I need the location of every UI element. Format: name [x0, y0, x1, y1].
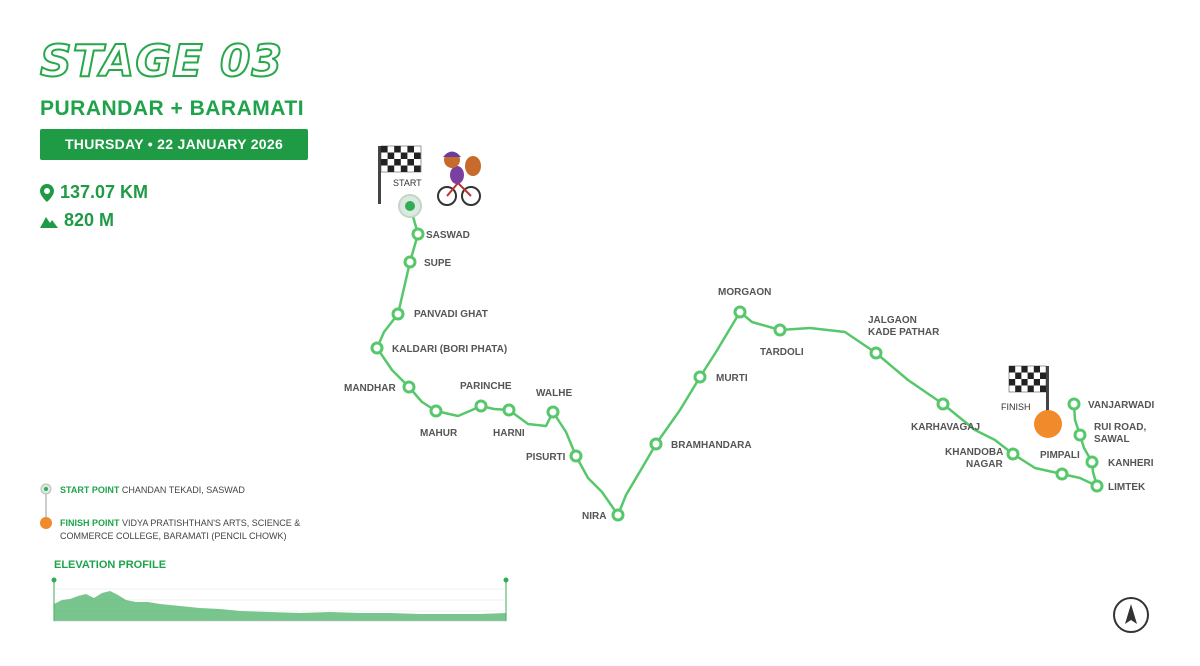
waypoint-murti[interactable]: [693, 370, 707, 384]
waypoint-walhe[interactable]: [546, 405, 560, 419]
start-flag-icon: [378, 145, 422, 204]
place-label-saswad: SASWAD: [426, 230, 470, 241]
waypoint-parinche[interactable]: [474, 399, 488, 413]
waypoint-panvadi-ghat[interactable]: [391, 307, 405, 321]
finish-flag-icon: [1008, 365, 1049, 422]
place-label-limtek: LIMTEK: [1108, 482, 1146, 493]
waypoint-pisurti[interactable]: [569, 449, 583, 463]
waypoint-bramhandara[interactable]: [649, 437, 663, 451]
distance-value: 137.07 KM: [60, 182, 149, 202]
place-label-mandhar: MANDHAR: [344, 383, 396, 394]
legend-finish-text-2: COMMERCE COLLEGE, BARAMATI (PENCIL CHOWK…: [60, 531, 287, 541]
waypoint-pimpali[interactable]: [1055, 467, 1069, 481]
waypoint-limtek[interactable]: [1090, 479, 1104, 493]
waypoint-kaldari[interactable]: [370, 341, 384, 355]
legend-finish: FINISH POINT VIDYA PRATISHTHAN'S ARTS, S…: [60, 517, 300, 543]
waypoint-khandoba-nagar[interactable]: [1006, 447, 1020, 461]
place-label-karhavagaj: KARHAVAGAJ: [911, 422, 980, 433]
cyclist-mascot-icon: [437, 151, 481, 206]
place-label-bramhandara: BRAMHANDARA: [671, 440, 752, 451]
place-label-khandoba: KHANDOBA: [945, 447, 1003, 458]
waypoint-nira[interactable]: [611, 508, 625, 522]
place-label-parinche: PARINCHE: [460, 381, 512, 392]
place-label-supe: SUPE: [424, 258, 452, 269]
waypoint-rui-road[interactable]: [1073, 428, 1087, 442]
date-banner: THURSDAY • 22 JANUARY 2026: [40, 129, 308, 160]
finish-marker[interactable]: [1034, 410, 1062, 438]
distance-stat: 137.07 KM: [40, 182, 148, 203]
waypoint-supe[interactable]: [403, 255, 417, 269]
waypoint-mahur[interactable]: [429, 404, 443, 418]
place-label-jalgaon: JALGAON: [868, 315, 917, 326]
waypoint-saswad[interactable]: [411, 227, 425, 241]
place-label-panvadi-ghat: PANVADI GHAT: [414, 309, 488, 320]
waypoint-vanjarwadi[interactable]: [1067, 397, 1081, 411]
elevation-value: 820 M: [64, 210, 115, 230]
legend-start: START POINT CHANDAN TEKADI, SASWAD: [60, 484, 245, 497]
place-label-walhe: WALHE: [536, 388, 572, 399]
place-label-vanjarwadi: VANJARWADI: [1088, 400, 1155, 411]
waypoint-jalgaon[interactable]: [869, 346, 883, 360]
elevation-profile-chart: [51, 577, 509, 622]
place-label-pimpali: PIMPALI: [1040, 450, 1080, 461]
location-pin-icon: [40, 183, 54, 202]
stage-title: STAGE 03: [39, 35, 284, 88]
place-label-pisurti: PISURTI: [526, 452, 566, 463]
legend-start-text: CHANDAN TEKADI, SASWAD: [121, 485, 245, 495]
waypoint-tardoli[interactable]: [773, 323, 787, 337]
route-line: [375, 205, 1099, 517]
place-label-kanheri: KANHERI: [1108, 458, 1154, 469]
waypoint-harni[interactable]: [502, 403, 516, 417]
place-label-nira: NIRA: [582, 511, 606, 522]
place-label-sawal: SAWAL: [1094, 434, 1130, 445]
waypoint-karhavagaj[interactable]: [936, 397, 950, 411]
legend-start-title: START POINT: [60, 485, 120, 495]
elevation-stat: 820 M: [40, 210, 114, 231]
legend-finish-title: FINISH POINT: [60, 518, 120, 528]
finish-label: FINISH: [1001, 402, 1031, 412]
stage-subtitle: PURANDAR + BARAMATI: [40, 97, 305, 120]
place-label-tardoli: TARDOLI: [760, 347, 804, 358]
mountain-icon: [40, 216, 58, 228]
north-compass-icon: [1113, 597, 1149, 633]
place-label-kaldari: KALDARI (BORI PHATA): [392, 344, 507, 355]
legend-connector: [40, 483, 52, 529]
elevation-profile-title: ELEVATION PROFILE: [54, 559, 167, 571]
start-label: START: [393, 178, 422, 188]
place-label-kade-pathar: KADE PATHAR: [868, 327, 940, 338]
elevation-area: [54, 591, 506, 621]
waypoint-kanheri[interactable]: [1085, 455, 1099, 469]
place-label-murti: MURTI: [716, 373, 748, 384]
waypoint-morgaon[interactable]: [733, 305, 747, 319]
place-label-harni: HARNI: [493, 428, 525, 439]
place-label-morgaon: MORGAON: [718, 287, 771, 298]
place-label-mahur: MAHUR: [420, 428, 458, 439]
legend-finish-text-1: VIDYA PRATISHTHAN'S ARTS, SCIENCE &: [122, 518, 301, 528]
place-label-nagar: NAGAR: [966, 459, 1003, 470]
waypoint-mandhar[interactable]: [402, 380, 416, 394]
place-label-rui-road: RUI ROAD,: [1094, 422, 1146, 433]
